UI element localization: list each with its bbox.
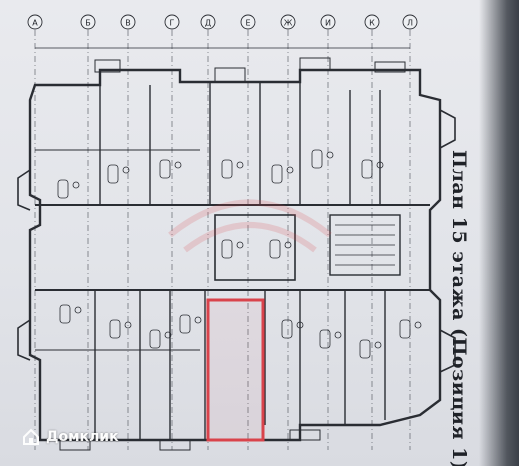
axis-letter: Л bbox=[407, 19, 413, 28]
bath-fixture bbox=[179, 314, 191, 334]
sink-fixture bbox=[334, 331, 342, 339]
bath-fixture bbox=[319, 329, 331, 349]
axis-letter: А bbox=[32, 19, 38, 28]
bath-fixture bbox=[221, 159, 233, 179]
sink-fixture bbox=[284, 241, 292, 249]
house-icon bbox=[23, 428, 39, 445]
bath-fixture bbox=[281, 319, 293, 339]
bath-fixture bbox=[311, 149, 323, 169]
sink-fixture bbox=[122, 166, 130, 174]
bath-fixture bbox=[361, 159, 373, 179]
sink-fixture bbox=[374, 341, 382, 349]
sink-fixture bbox=[72, 181, 80, 189]
sink-fixture bbox=[326, 151, 334, 159]
axis-marker bbox=[402, 14, 418, 30]
bath-fixture bbox=[269, 239, 281, 259]
axis-marker bbox=[164, 14, 180, 30]
watermark-text: Домклик bbox=[46, 429, 119, 445]
bath-fixture bbox=[59, 304, 71, 324]
plan-title: План 15 этажа (Позиция 1) bbox=[448, 150, 470, 466]
axis-marker bbox=[200, 14, 216, 30]
sink-fixture bbox=[236, 161, 244, 169]
building-outline bbox=[17, 57, 456, 451]
bath-fixture bbox=[271, 164, 283, 184]
sink-fixture bbox=[414, 321, 422, 329]
faint-center-logo bbox=[168, 199, 332, 253]
axis-letter: Д bbox=[205, 19, 211, 28]
axis-letter: Ж bbox=[284, 19, 293, 28]
sink-fixture bbox=[236, 241, 244, 249]
axis-letter: И bbox=[325, 19, 331, 28]
photo-edge-shadow bbox=[479, 0, 519, 466]
sink-fixture bbox=[124, 321, 132, 329]
bath-fixture bbox=[399, 319, 411, 339]
sanitary-fixtures bbox=[57, 149, 422, 359]
sink-fixture bbox=[74, 306, 82, 314]
axis-letter: В bbox=[125, 19, 131, 28]
axis-marker bbox=[120, 14, 136, 30]
sink-fixture bbox=[174, 161, 182, 169]
axis-letter: Е bbox=[245, 19, 250, 28]
sink-fixture bbox=[194, 316, 202, 324]
bath-fixture bbox=[221, 239, 233, 259]
axis-marker bbox=[80, 14, 96, 30]
axis-marker bbox=[240, 14, 256, 30]
axis-marker bbox=[320, 14, 336, 30]
sink-fixture bbox=[376, 161, 384, 169]
bath-fixture bbox=[107, 164, 119, 184]
bath-fixture bbox=[109, 319, 121, 339]
sink-fixture bbox=[296, 321, 304, 329]
bath-fixture bbox=[57, 179, 69, 199]
bath-fixture bbox=[359, 339, 371, 359]
axis-letter: Б bbox=[85, 19, 91, 28]
axis-letter: К bbox=[369, 19, 375, 28]
sink-fixture bbox=[164, 331, 172, 339]
axis-marker bbox=[27, 14, 43, 30]
highlighted-apartment-outline bbox=[206, 298, 265, 442]
axis-marker bbox=[364, 14, 380, 30]
domclick-watermark: Домклик bbox=[22, 428, 119, 446]
sink-fixture bbox=[286, 166, 294, 174]
axis-marker bbox=[280, 14, 296, 30]
axis-letter: Г bbox=[170, 19, 175, 28]
bath-fixture bbox=[149, 329, 161, 349]
bath-fixture bbox=[159, 159, 171, 179]
